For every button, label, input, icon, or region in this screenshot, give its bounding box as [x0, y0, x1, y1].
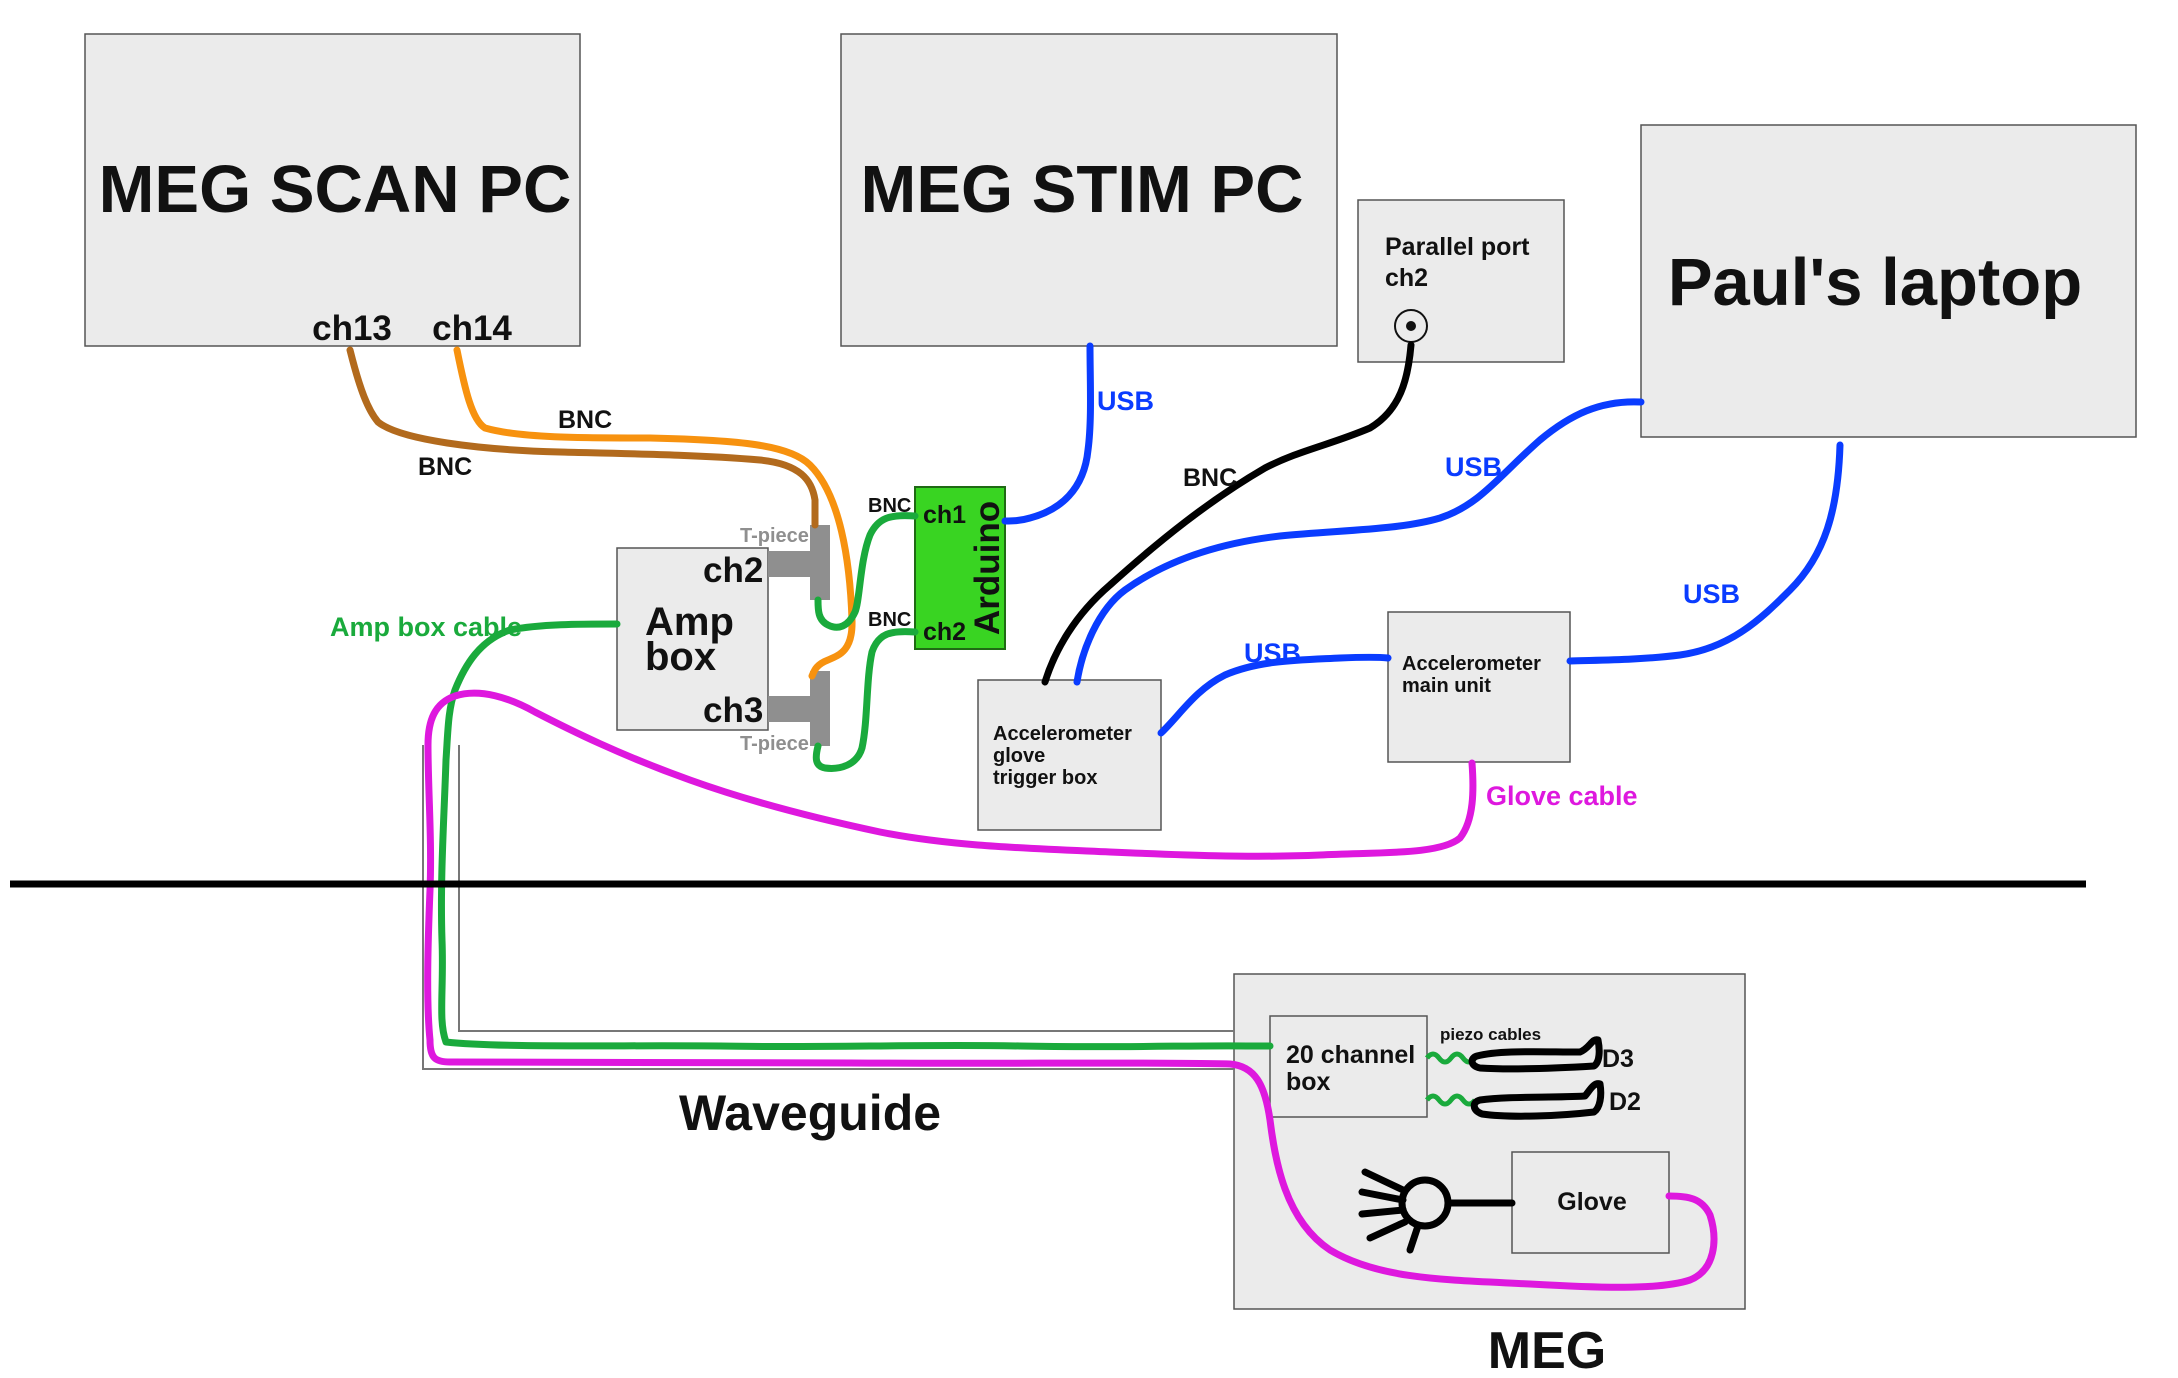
d3-label: D3 — [1602, 1045, 1634, 1073]
t-piece-bottom-label: T-piece — [740, 733, 809, 755]
bnc-brown-label: BNC — [418, 453, 472, 481]
usb-cable-laptop-trigger — [1073, 398, 1645, 686]
arduino-ch2: ch2 — [923, 618, 966, 646]
amp-box-ch3: ch3 — [703, 691, 763, 730]
parallel-port-connector-pin — [1406, 321, 1416, 331]
green-cable-arduino-ch1 — [814, 512, 919, 631]
hand-icon — [1358, 1168, 1516, 1254]
glove-cable — [424, 689, 1718, 1291]
meg-scan-pc-ch13: ch13 — [312, 309, 392, 348]
main-unit-label-line2: main unit — [1402, 675, 1491, 697]
trigger-box-label-line2: glove — [993, 745, 1045, 767]
pauls-laptop-box — [1640, 124, 2137, 438]
piezo-cables-label: piezo cables — [1440, 1025, 1541, 1044]
t-piece-top — [768, 525, 830, 600]
finger-d3-icon — [1468, 1036, 1603, 1073]
waveguide-outline — [422, 745, 1234, 1070]
glove-label: Glove — [1557, 1188, 1627, 1216]
arduino-box — [914, 486, 1006, 650]
t-piece-top-label: T-piece — [740, 525, 809, 547]
glove-cable-label: Glove cable — [1486, 781, 1638, 811]
waveguide-outline-inner — [458, 745, 1234, 1032]
piezo-cable-d3 — [1425, 1051, 1477, 1065]
waveguide-label: Waveguide — [679, 1085, 941, 1141]
bnc-arduino-1-label: BNC — [868, 495, 911, 517]
amp-box-cable — [437, 620, 1274, 1051]
bnc-arduino-2-label: BNC — [868, 609, 911, 631]
d2-label: D2 — [1609, 1088, 1641, 1116]
trigger-box-label-line3: trigger box — [993, 767, 1097, 789]
meg-scan-pc-title: MEG SCAN PC — [99, 152, 572, 227]
amp-box-label-line1: Amp — [645, 600, 734, 644]
amp-box-cable-label: Amp box cable — [330, 612, 522, 642]
bnc-cable-black — [1041, 341, 1415, 686]
arduino-title: Arduino — [968, 501, 1007, 635]
amp-box — [616, 547, 769, 731]
usb-main-label: USB — [1244, 638, 1301, 668]
arduino-ch1: ch1 — [923, 501, 966, 529]
meg-stim-pc-title: MEG STIM PC — [861, 152, 1304, 227]
amp-box-ch2: ch2 — [703, 551, 763, 590]
trigger-box-label-line1: Accelerometer — [993, 723, 1132, 745]
amp-box-label-line2: box — [645, 635, 716, 679]
meg-scan-pc-box — [84, 33, 581, 347]
t-piece-bottom — [768, 671, 830, 746]
finger-d2-icon — [1470, 1080, 1605, 1120]
bnc-cable-brown — [346, 346, 819, 529]
accelerometer-main-unit-box — [1387, 611, 1571, 763]
twenty-channel-label-line1: 20 channel — [1286, 1041, 1415, 1069]
accelerometer-trigger-box — [977, 679, 1162, 831]
twenty-channel-box — [1269, 1015, 1428, 1118]
usb-laptop-label: USB — [1683, 579, 1740, 609]
bnc-black-label: BNC — [1183, 464, 1237, 492]
usb-cable-trigger-main — [1157, 653, 1392, 737]
usb-cable-main-laptop — [1566, 441, 1844, 665]
usb-stim-label: USB — [1097, 386, 1154, 416]
main-unit-label-line1: Accelerometer — [1402, 653, 1541, 675]
pauls-laptop-title: Paul's laptop — [1668, 245, 2082, 320]
parallel-port-label-line1: Parallel port — [1385, 233, 1530, 261]
piezo-cable-d2 — [1425, 1093, 1477, 1107]
twenty-channel-label-line2: box — [1286, 1068, 1331, 1096]
meg-scan-pc-ch14: ch14 — [432, 309, 512, 348]
usb-trigger-label: USB — [1445, 452, 1502, 482]
parallel-port-label-line2: ch2 — [1385, 264, 1428, 292]
usb-cable-stim-arduino — [1001, 342, 1094, 525]
glove-box — [1511, 1151, 1670, 1254]
meg-stim-pc-box — [840, 33, 1338, 347]
bnc-orange-label: BNC — [558, 406, 612, 434]
parallel-port-box — [1357, 199, 1565, 363]
meg-label: MEG — [1488, 1322, 1606, 1378]
bnc-cable-orange — [453, 346, 856, 680]
green-cable-arduino-ch2 — [812, 628, 919, 772]
